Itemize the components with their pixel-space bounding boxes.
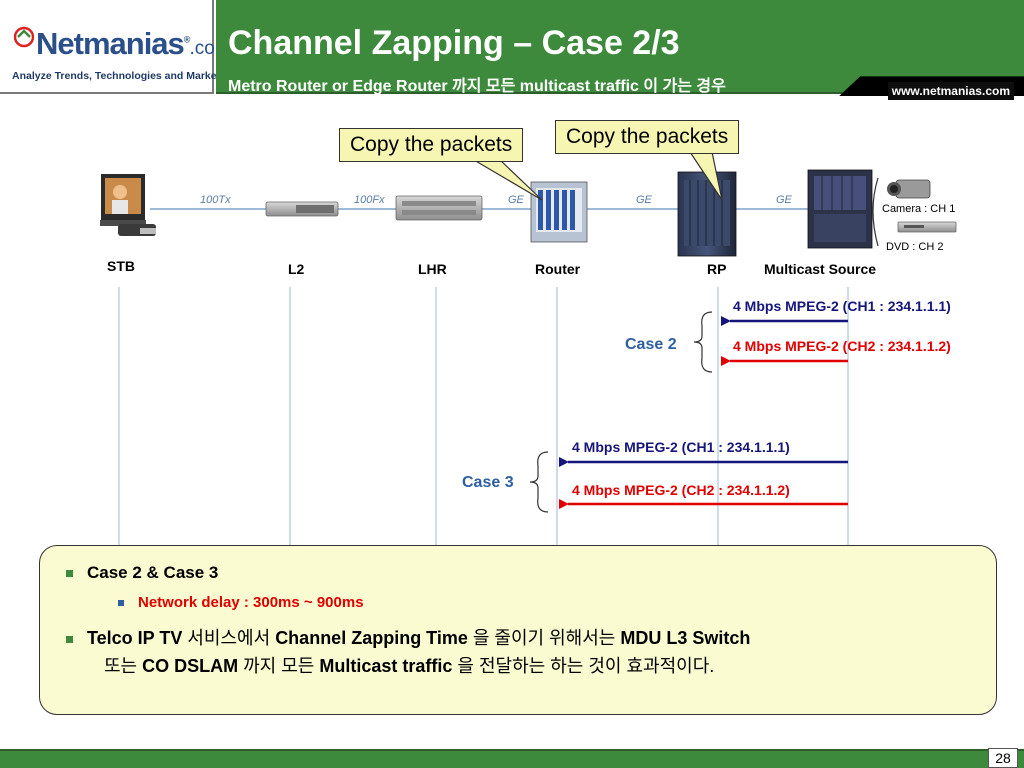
slide-title: Channel Zapping – Case 2/3 xyxy=(228,24,680,62)
case2-flow-ch2-label: 4 Mbps MPEG-2 (CH2 : 234.1.1.2) xyxy=(733,338,951,354)
case2-brace xyxy=(693,311,713,373)
link-label-l2-lhr: 100Fx xyxy=(354,194,385,206)
site-url[interactable]: www.netmanias.com xyxy=(887,82,1014,100)
slide-subtitle: Metro Router or Edge Router 까지 모든 multic… xyxy=(228,78,726,95)
page-number: 28 xyxy=(988,748,1018,768)
stb-device-icon xyxy=(100,174,156,236)
device-label-l2: L2 xyxy=(288,261,305,277)
rp-device-icon xyxy=(677,171,737,257)
case3-label: Case 3 xyxy=(462,474,514,491)
dvd-player-icon xyxy=(897,221,957,233)
router-device-icon xyxy=(530,181,588,243)
case3-flow-ch2-label: 4 Mbps MPEG-2 (CH2 : 234.1.1.2) xyxy=(572,482,790,498)
netmanias-logo-icon xyxy=(14,26,34,48)
note-bullet-telco-iptv: Telco IP TV 서비스에서 Channel Zapping Time 을… xyxy=(66,624,750,650)
case3-flow-ch1-label: 4 Mbps MPEG-2 (CH1 : 234.1.1.1) xyxy=(572,439,790,455)
link-label-stb-l2: 100Tx xyxy=(200,194,231,206)
l2-switch-icon xyxy=(265,201,339,217)
square-bullet-icon xyxy=(66,635,73,643)
case2-flow-ch1-label: 4 Mbps MPEG-2 (CH1 : 234.1.1.1) xyxy=(733,298,951,314)
lhr-device-icon xyxy=(395,195,483,221)
callout-copy-packets-left: Copy the packets xyxy=(339,128,524,162)
link-label-lhr-router: GE xyxy=(508,194,524,206)
note-bullet-telco-iptv-continued: 또는 CO DSLAM 까지 모든 Multicast traffic 을 전달… xyxy=(104,656,715,676)
case3-brace xyxy=(529,451,549,513)
camera-label: Camera : CH 1 xyxy=(882,203,956,215)
note-bullet-cases: Case 2 & Case 3 xyxy=(66,563,218,583)
footer-band xyxy=(0,749,1024,768)
square-bullet-icon xyxy=(118,600,124,607)
device-label-rp: RP xyxy=(707,261,727,277)
callout-copy-packets-right: Copy the packets xyxy=(555,120,740,154)
device-label-router: Router xyxy=(535,261,581,277)
link-label-router-rp: GE xyxy=(636,194,652,206)
camera-icon xyxy=(887,179,931,199)
multicast-source-device-icon xyxy=(807,169,873,249)
dvd-label: DVD : CH 2 xyxy=(886,241,944,253)
square-bullet-icon xyxy=(66,570,73,578)
link-label-rp-source: GE xyxy=(776,194,792,206)
device-label-stb: STB xyxy=(107,258,135,274)
case2-label: Case 2 xyxy=(625,336,677,353)
header: Netmanias®.com Analyze Trends, Technolog… xyxy=(0,0,1024,100)
logo-tagline: Analyze Trends, Technologies and Market xyxy=(12,70,221,82)
device-label-lhr: LHR xyxy=(418,261,447,277)
source-bracket xyxy=(872,177,879,247)
note-bullet-network-delay: Network delay : 300ms ~ 900ms xyxy=(118,594,364,611)
device-label-multicast-source: Multicast Source xyxy=(764,261,877,277)
note-box xyxy=(39,545,997,715)
